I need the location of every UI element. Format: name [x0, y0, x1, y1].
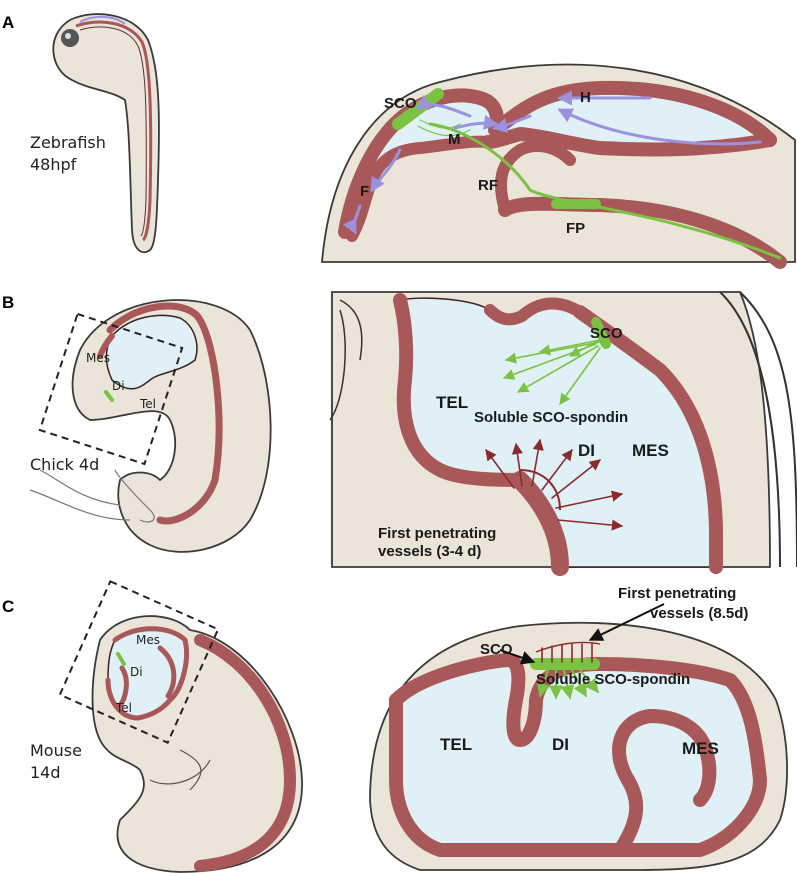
chick-embryo-drawing	[29, 299, 272, 553]
mouse-inset-box	[58, 580, 220, 744]
c-soluble-arrows	[537, 669, 599, 700]
c-tel-label: TEL	[440, 735, 472, 754]
a-rf-label: RF	[478, 177, 498, 194]
c-inset-di: Di	[130, 665, 143, 679]
zebrafish-organism-label: Zebrafish	[30, 133, 106, 152]
a-fp-label: FP	[566, 220, 585, 237]
a-f-label: F	[360, 183, 369, 200]
c-vessels-line2: vessels (8.5d)	[650, 605, 748, 622]
c-sco-pointer	[499, 649, 536, 665]
mouse-embryo-drawing	[58, 580, 303, 873]
b-di-label: DI	[578, 441, 595, 460]
b-organism-label: Chick 4d	[30, 455, 99, 474]
c-organism-label: Mouse	[30, 741, 82, 760]
c-inset-mes: Mes	[136, 633, 160, 647]
c-di-label: DI	[552, 735, 569, 754]
a-m-label: M	[448, 131, 461, 148]
c-vessel-ticks	[541, 643, 593, 663]
c-stage-label: 14d	[30, 763, 61, 782]
c-sco-label: SCO	[480, 641, 513, 658]
zebrafish-stage-label: 48hpf	[30, 155, 77, 174]
b-soluble-label: Soluble SCO-spondin	[474, 409, 628, 426]
panel-c: C Mes Di Tel Mouse 14d	[2, 580, 788, 873]
panel-a-letter: A	[2, 13, 14, 32]
a-h-label: H	[580, 89, 591, 106]
c-soluble-label: Soluble SCO-spondin	[536, 671, 690, 688]
b-soluble-arrows	[502, 339, 601, 405]
chick-brain-detail	[329, 291, 797, 576]
b-mes-label: MES	[632, 441, 669, 460]
b-sco-label: SCO	[590, 325, 623, 342]
b-vessel-arrows	[485, 438, 624, 531]
c-vessels-pointer	[588, 603, 665, 641]
a-sco-label: SCO	[384, 95, 417, 112]
b-inset-mes: Mes	[86, 351, 110, 365]
c-inset-tel: Tel	[115, 701, 132, 715]
panel-b: B Mes Di Tel Chick 4d	[2, 291, 797, 576]
panel-a: A Zebrafish 48hpf	[2, 13, 796, 269]
b-inset-di: Di	[112, 379, 125, 393]
panel-c-letter: C	[2, 597, 14, 616]
c-vessels-line1: First penetrating	[618, 585, 736, 602]
b-inset-tel: Tel	[139, 397, 156, 411]
mouse-brain-detail	[369, 603, 788, 871]
c-mes-label: MES	[682, 739, 719, 758]
panel-b-letter: B	[2, 293, 14, 312]
b-tel-label: TEL	[436, 393, 468, 412]
zebrafish-brain-detail	[321, 63, 796, 269]
b-vessels-line2: vessels (3-4 d)	[378, 543, 481, 560]
zebrafish-embryo-drawing	[52, 13, 160, 254]
b-vessels-line1: First penetrating	[378, 525, 496, 542]
